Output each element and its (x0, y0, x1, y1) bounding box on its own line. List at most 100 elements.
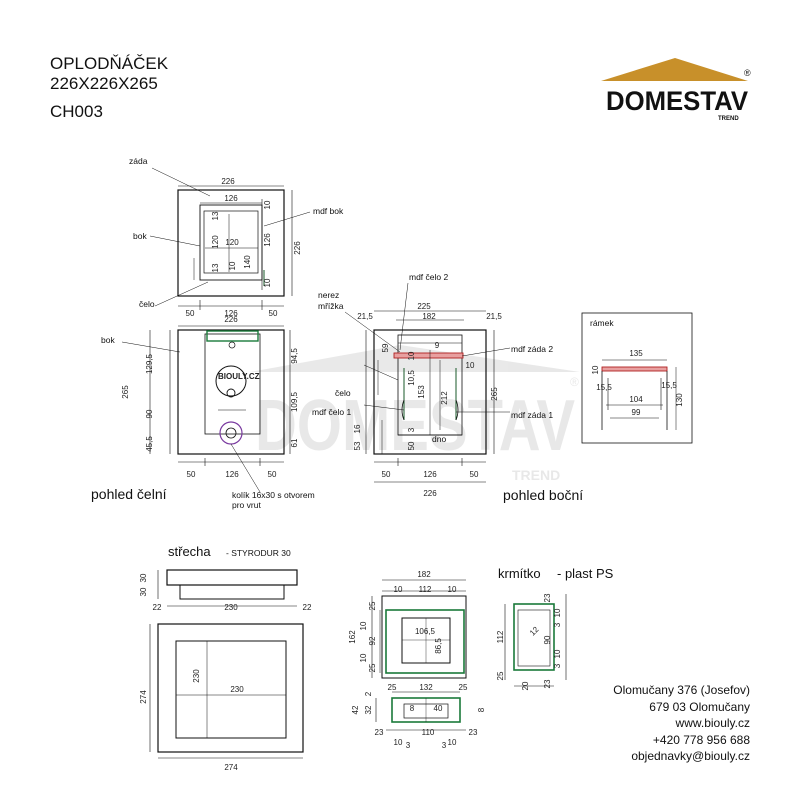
feeder-title: krmítko (498, 566, 541, 581)
svg-text:22: 22 (303, 603, 312, 612)
feeder-text: krmítko - plast PS 182 10 112 10 25 25 1… (348, 566, 614, 750)
svg-text:10: 10 (553, 649, 562, 658)
roof-views (149, 569, 304, 759)
svg-text:23: 23 (469, 728, 478, 737)
svg-text:50: 50 (407, 441, 416, 450)
watermark-logo: DOMESTAV TREND ® (250, 345, 580, 483)
svg-text:13: 13 (211, 263, 220, 272)
svg-text:265: 265 (121, 385, 130, 399)
svg-text:3: 3 (407, 427, 416, 432)
svg-text:90: 90 (145, 409, 154, 418)
svg-text:23: 23 (543, 679, 552, 688)
contact-block: Olomučany 376 (Josefov) 679 03 Olomučany… (613, 682, 750, 765)
svg-text:3: 3 (406, 741, 411, 750)
frame-detail-text: rámek 135 10 15,5 104 15,5 99 130 (590, 318, 684, 417)
svg-text:25: 25 (388, 683, 397, 692)
svg-text:9: 9 (435, 341, 440, 350)
watermark-reg: ® (570, 375, 579, 389)
svg-text:265: 265 (490, 387, 499, 401)
svg-text:10: 10 (591, 365, 600, 374)
svg-text:140: 140 (243, 255, 252, 269)
brand-logo: DOMESTAV TREND ® (601, 58, 751, 122)
svg-text:104: 104 (629, 395, 643, 404)
top-view (149, 167, 311, 310)
svg-text:15,5: 15,5 (596, 383, 612, 392)
site-label: BIOULY.CZ (218, 372, 260, 381)
contact-website[interactable]: www.biouly.cz (675, 716, 750, 730)
svg-text:130: 130 (675, 393, 684, 407)
svg-text:99: 99 (632, 408, 641, 417)
svg-text:135: 135 (629, 349, 643, 358)
svg-text:3: 3 (553, 622, 562, 627)
svg-text:10: 10 (359, 621, 368, 630)
svg-text:30: 30 (139, 573, 148, 582)
svg-text:10: 10 (407, 351, 416, 360)
svg-text:42: 42 (351, 705, 360, 714)
svg-text:25: 25 (496, 671, 505, 680)
svg-text:94,5: 94,5 (290, 348, 299, 364)
svg-text:12: 12 (528, 625, 541, 638)
roof-shape-icon (601, 58, 748, 81)
roof-material: - STYRODUR 30 (226, 548, 291, 558)
front-view (121, 325, 291, 493)
svg-text:25: 25 (368, 601, 377, 610)
svg-text:182: 182 (417, 570, 431, 579)
label-mdf-side: mdf bok (313, 206, 344, 216)
svg-text:8: 8 (410, 704, 415, 713)
svg-text:23: 23 (543, 593, 552, 602)
svg-text:230: 230 (230, 685, 244, 694)
svg-text:230: 230 (192, 669, 201, 683)
svg-text:226: 226 (224, 315, 238, 324)
svg-text:10,5: 10,5 (407, 370, 416, 386)
svg-text:61: 61 (290, 438, 299, 447)
svg-text:90: 90 (543, 635, 552, 644)
roof-title: střecha (168, 544, 211, 559)
svg-text:50: 50 (187, 470, 196, 479)
svg-text:10: 10 (553, 608, 562, 617)
svg-text:30: 30 (139, 587, 148, 596)
caption-side-view: pohled boční (503, 487, 583, 503)
svg-text:120: 120 (211, 235, 220, 249)
svg-text:10: 10 (359, 653, 368, 662)
svg-text:3: 3 (553, 663, 562, 668)
product-name: OPLODŇÁČEK (50, 54, 169, 73)
contact-email[interactable]: objednavky@biouly.cz (631, 749, 750, 763)
svg-text:212: 212 (440, 391, 449, 405)
roof-text: střecha - STYRODUR 30 30 30 22 230 22 23… (139, 544, 312, 772)
svg-text:106,5: 106,5 (415, 627, 436, 636)
svg-text:226: 226 (293, 241, 302, 255)
svg-text:92: 92 (368, 636, 377, 645)
svg-text:2: 2 (364, 691, 373, 696)
svg-text:162: 162 (348, 630, 357, 644)
svg-text:10: 10 (448, 585, 457, 594)
svg-text:32: 32 (364, 705, 373, 714)
svg-text:50: 50 (268, 470, 277, 479)
svg-text:126: 126 (225, 470, 239, 479)
side-view (344, 282, 511, 483)
svg-text:126: 126 (224, 309, 238, 318)
svg-text:22: 22 (153, 603, 162, 612)
top-view-text: záda bok čelo mdf bok 226 126 120 120 22… (129, 156, 344, 318)
label-back: záda (129, 156, 148, 166)
svg-text:110: 110 (422, 728, 435, 737)
svg-text:182: 182 (422, 312, 436, 321)
svg-text:16: 16 (353, 424, 362, 433)
feeder-material: - plast PS (557, 566, 614, 581)
svg-text:21,5: 21,5 (357, 312, 373, 321)
product-code: CH003 (50, 102, 103, 121)
svg-text:50: 50 (186, 309, 195, 318)
frame-detail (581, 312, 693, 444)
svg-text:23: 23 (375, 728, 384, 737)
svg-text:53: 53 (353, 441, 362, 450)
svg-text:20: 20 (521, 681, 530, 690)
svg-text:10: 10 (394, 738, 403, 747)
label-mesh-2: mřížka (318, 301, 344, 311)
svg-text:126: 126 (224, 194, 238, 203)
front-view-text: bok BIOULY.CZ 226 265 129,5 90 45,5 94,5… (91, 315, 315, 510)
watermark-sub: TREND (512, 467, 560, 483)
svg-text:226: 226 (221, 177, 235, 186)
svg-text:132: 132 (419, 683, 433, 692)
label-front: čelo (335, 388, 351, 398)
svg-text:225: 225 (417, 302, 431, 311)
